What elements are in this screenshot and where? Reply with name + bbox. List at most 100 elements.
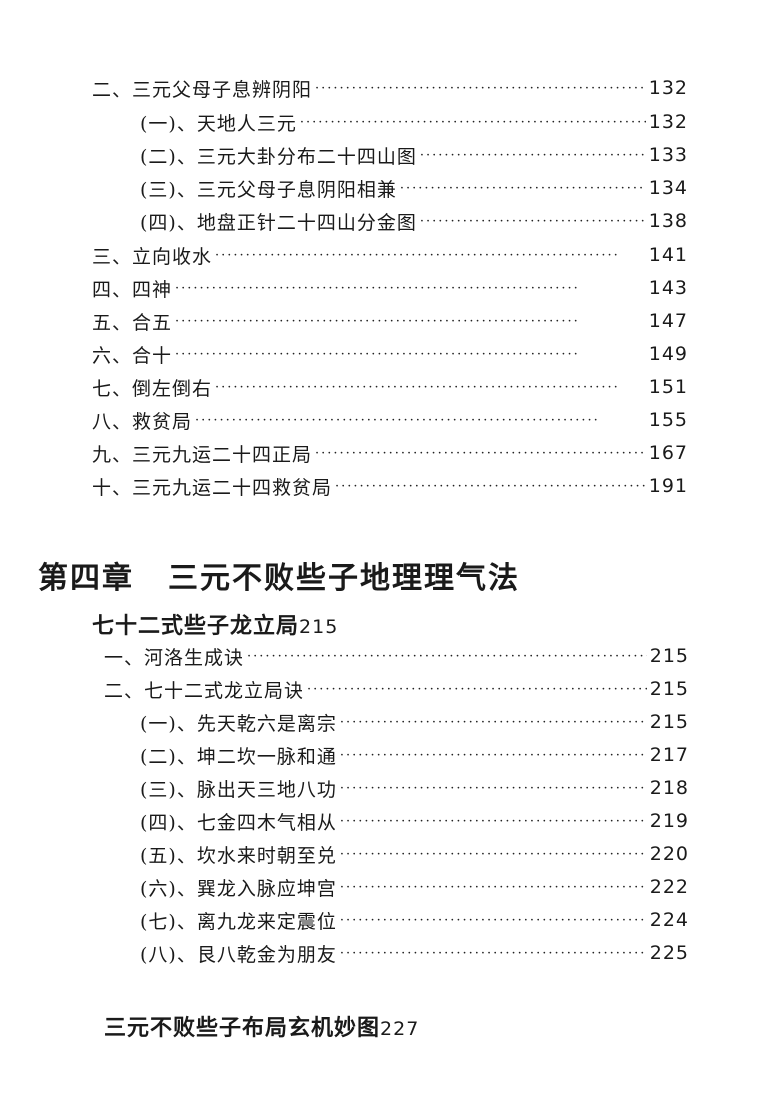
toc-entry-page: 147	[648, 310, 688, 332]
toc-entry: 六、合十····································…	[92, 339, 688, 369]
toc-entry-page: 222	[649, 876, 689, 898]
leader-dots: ········································…	[335, 478, 646, 494]
toc-entry-page: 220	[649, 843, 689, 865]
toc-entry-page: 219	[649, 810, 689, 832]
chapter-number: 第四章	[38, 561, 134, 596]
toc-entry: 三、立向收水··································…	[92, 240, 688, 270]
toc-entry: (三)、脉出天三地八功·····························…	[140, 773, 689, 803]
toc-entry: 十、三元九运二十四救贫局····························…	[92, 471, 688, 501]
section-heading: 七十二式些子龙立局215	[92, 608, 338, 640]
toc-entry-label: 八、救贫局	[92, 410, 193, 433]
toc-entry-label: (五)、坎水来时朝至兑	[140, 844, 337, 867]
toc-entry: 一、河洛生成诀·································…	[104, 641, 689, 671]
leader-dots: ········································…	[339, 813, 647, 829]
toc-entry: (二)、坤二坎一脉和通·····························…	[140, 740, 689, 770]
toc-entry-page: 138	[648, 210, 688, 232]
leader-dots: ········································…	[339, 747, 647, 763]
toc-entry-page: 133	[648, 144, 688, 166]
toc-entry-page: 224	[649, 909, 689, 931]
toc-entry: (七)、离九龙来定震位·····························…	[140, 905, 689, 935]
leader-dots: ········································…	[339, 912, 647, 928]
toc-entry: (一)、先天乾六是离宗·····························…	[140, 707, 689, 737]
toc-entry-label: 六、合十	[92, 344, 173, 367]
toc-entry-page: 218	[649, 777, 689, 799]
leader-dots: ········································…	[339, 714, 647, 730]
leader-dots: ········································…	[315, 445, 646, 461]
leader-dots: ········································…	[215, 247, 620, 263]
toc-entry-page: 149	[648, 343, 688, 365]
toc-entry-label: (四)、七金四木气相从	[140, 811, 337, 834]
toc-entry: 二、三元父母子息辨阴阳·····························…	[92, 73, 688, 103]
toc-entry-page: 151	[648, 376, 688, 398]
toc-entry-label: 三、立向收水	[92, 245, 213, 268]
toc-entry-label: (二)、坤二坎一脉和通	[140, 745, 337, 768]
section-page: 227	[380, 1018, 420, 1040]
leader-dots: ········································…	[215, 379, 620, 395]
toc-entry-label: (一)、天地人三元	[140, 112, 297, 135]
section-title: 七十二式些子龙立局	[92, 614, 300, 639]
leader-dots: ········································…	[307, 681, 647, 697]
toc-entry-page: 141	[648, 244, 688, 266]
toc-entry-page: 215	[649, 645, 689, 667]
leader-dots: ········································…	[247, 648, 647, 664]
leader-dots: ········································…	[299, 114, 646, 130]
toc-entry-label: (七)、离九龙来定震位	[140, 910, 337, 933]
toc-entry-label: 四、四神	[92, 278, 173, 301]
toc-entry: 七、倒左倒右··································…	[92, 372, 688, 402]
leader-dots: ········································…	[339, 879, 647, 895]
toc-entry-label: (一)、先天乾六是离宗	[140, 712, 337, 735]
toc-entry-page: 225	[649, 942, 689, 964]
toc-entry-label: 二、三元父母子息辨阴阳	[92, 78, 313, 101]
toc-entry-page: 191	[648, 475, 688, 497]
leader-dots: ········································…	[339, 780, 647, 796]
toc-entry: (二)、三元大卦分布二十四山图·························…	[140, 140, 688, 170]
toc-entry-label: 七、倒左倒右	[92, 377, 213, 400]
leader-dots: ········································…	[339, 846, 647, 862]
toc-entry-page: 167	[648, 442, 688, 464]
section-heading: 三元不败些子布局玄机妙图227	[104, 1010, 419, 1042]
leader-dots: ········································…	[419, 147, 646, 163]
toc-entry: (一)、天地人三元·······························…	[140, 107, 688, 137]
toc-entry-label: (二)、三元大卦分布二十四山图	[140, 145, 417, 168]
toc-entry: 二、七十二式龙立局诀······························…	[104, 674, 689, 704]
toc-entry-label: 九、三元九运二十四正局	[92, 443, 313, 466]
leader-dots: ········································…	[175, 346, 580, 362]
chapter-heading: 第四章三元不败些子地理理气法	[38, 553, 520, 597]
toc-entry-page: 217	[649, 744, 689, 766]
toc-entry: (六)、巽龙入脉应坤宫·····························…	[140, 872, 689, 902]
toc-entry-page: 132	[648, 77, 688, 99]
toc-entry: (四)、七金四木气相从·····························…	[140, 806, 689, 836]
toc-entry: 四、四神····································…	[92, 273, 688, 303]
chapter-title: 三元不败些子地理理气法	[168, 561, 520, 596]
toc-entry-label: (四)、地盘正针二十四山分金图	[140, 211, 417, 234]
toc-entry-label: (三)、脉出天三地八功	[140, 778, 337, 801]
leader-dots: ········································…	[195, 412, 600, 428]
toc-entry: (五)、坎水来时朝至兑·····························…	[140, 839, 689, 869]
toc-entry-page: 155	[648, 409, 688, 431]
toc-entry-label: 二、七十二式龙立局诀	[104, 679, 305, 702]
toc-entry-label: (八)、艮八乾金为朋友	[140, 943, 337, 966]
toc-entry-label: 十、三元九运二十四救贫局	[92, 476, 333, 499]
toc-entry-page: 134	[648, 177, 688, 199]
toc-entry-label: 一、河洛生成诀	[104, 646, 245, 669]
section-page: 215	[299, 616, 339, 638]
leader-dots: ········································…	[419, 213, 646, 229]
leader-dots: ········································…	[315, 80, 646, 96]
leader-dots: ········································…	[339, 945, 647, 961]
toc-entry: (八)、艮八乾金为朋友·····························…	[140, 938, 689, 968]
toc-entry: 五、合五····································…	[92, 306, 688, 336]
toc-entry-label: (三)、三元父母子息阴阳相兼	[140, 178, 397, 201]
toc-entry: 八、救贫局···································…	[92, 405, 688, 435]
toc-entry-page: 132	[648, 111, 688, 133]
leader-dots: ········································…	[175, 280, 580, 296]
toc-entry-page: 215	[649, 711, 689, 733]
toc-entry-label: (六)、巽龙入脉应坤宫	[140, 877, 337, 900]
toc-entry-page: 215	[649, 678, 689, 700]
section-title: 三元不败些子布局玄机妙图	[104, 1016, 381, 1041]
leader-dots: ········································…	[399, 180, 646, 196]
toc-entry: (四)、地盘正针二十四山分金图·························…	[140, 206, 688, 236]
toc-entry-label: 五、合五	[92, 311, 173, 334]
toc-entry: 九、三元九运二十四正局·····························…	[92, 438, 688, 468]
toc-entry: (三)、三元父母子息阴阳相兼··························…	[140, 173, 688, 203]
toc-entry-page: 143	[648, 277, 688, 299]
